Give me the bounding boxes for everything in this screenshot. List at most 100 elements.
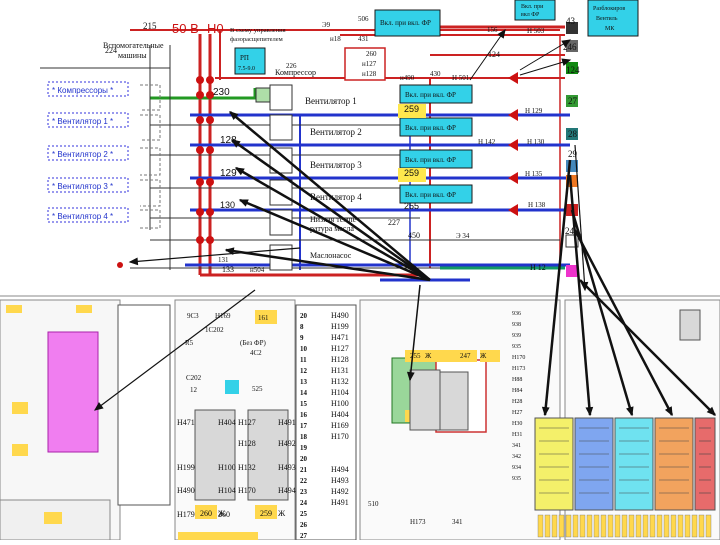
diagram-label: Н100 <box>218 463 236 472</box>
diagram-label: Вентиль <box>596 16 618 22</box>
diagram-label: 9С3 <box>187 312 199 320</box>
terminal-block <box>621 514 628 538</box>
diagram-label: 341 <box>452 518 463 526</box>
diagram-label: Н494 <box>278 486 296 495</box>
pointer-arrow-line <box>519 39 571 71</box>
relay-259-label: 259 <box>404 104 419 114</box>
terminal-block <box>656 514 663 538</box>
diagram-label: С202 <box>186 374 202 382</box>
terminal-block <box>593 514 600 538</box>
diagram-label: 16 <box>300 411 308 419</box>
diagram-label: 21 <box>300 466 308 474</box>
diagram-label: 260 <box>366 50 377 58</box>
diagram-label: Н170 <box>331 432 349 441</box>
terminal-block <box>558 514 565 538</box>
diagram-label: Вкл. при вкл. ФР <box>380 19 431 27</box>
diagram-label: 506 <box>358 15 369 23</box>
diagram-label: Н493 <box>278 463 296 472</box>
diagram-label: Низкая темпе- <box>310 215 359 224</box>
diagram-label: Н100 <box>331 399 349 408</box>
rp-label: 7.5-9.0 <box>238 66 255 72</box>
pointer-arrow-head <box>234 167 245 176</box>
diagram-label: Н491 <box>331 498 349 507</box>
terminal-block <box>551 514 558 538</box>
terminal-block <box>705 514 712 538</box>
diagram-label: 342 <box>512 454 521 460</box>
diagram-label: 25 <box>300 510 308 518</box>
pointer-arrow-line <box>574 144 586 291</box>
diagram-label: 17 <box>300 422 308 430</box>
neutral-label: Н0 <box>207 21 224 36</box>
pointer-arrow-head <box>561 39 572 48</box>
diagram-label: Н170 <box>512 355 525 361</box>
relay-strip-blue <box>574 417 614 511</box>
pointer-arrow-head <box>626 406 634 417</box>
aux-machines-label: Вспомогательные <box>103 41 164 50</box>
diagram-label: Н490 <box>177 486 195 495</box>
diagram-label: 9 <box>300 334 304 342</box>
diagram-label: 22 <box>300 477 308 485</box>
diagram-label: 259 <box>260 509 272 518</box>
diagram-label: Вкл. при вкл. ФР <box>405 124 456 132</box>
pointer-arrows <box>93 28 716 417</box>
diagram-label: Н471 <box>177 418 195 427</box>
diagram-label: Н404 <box>218 418 236 427</box>
diagram-label: Разблокиров <box>593 5 625 12</box>
pointer-arrow-line <box>235 166 431 282</box>
diagram-label: Н199 <box>331 322 349 331</box>
diagram-label: Н30 <box>512 421 522 427</box>
terminal-block <box>677 514 684 538</box>
aux-machines-label: машины <box>118 51 147 60</box>
diagram-label: Н169 <box>331 421 349 430</box>
diagram-label: Н132 <box>331 377 349 386</box>
pointer-arrow-head <box>128 257 139 266</box>
pointer-arrow-head <box>229 111 239 121</box>
diagram-label: Н 135 <box>525 170 543 178</box>
diagram-label: 12 <box>190 386 198 394</box>
diagram-label: Н 129 <box>525 107 543 115</box>
voltage-label: 50 В <box>172 21 199 36</box>
side-label: * Вентилятор 3 * <box>52 182 113 191</box>
ventilator-label: Вентилятор 3 <box>310 160 362 170</box>
diagram-label: 19 <box>300 444 308 452</box>
diagram-label: Н173 <box>410 518 426 526</box>
relay-strip-yellow <box>534 417 574 511</box>
diagram-label: Н 130 <box>527 138 545 146</box>
diagram-label: Н127 <box>331 344 349 353</box>
diagram-label: 255 <box>410 352 421 360</box>
diagram-label: Компрессор <box>275 68 316 77</box>
diagram-label: Н 142 <box>478 138 496 146</box>
diagram-label: н128 <box>362 70 377 78</box>
terminal-block <box>628 514 635 538</box>
diagram-label: 20 <box>300 455 308 463</box>
terminal-block <box>537 514 544 538</box>
pointer-arrow-line <box>409 284 421 381</box>
diagram-label: Э9 <box>322 21 331 29</box>
pointer-arrow-line <box>225 248 431 282</box>
diagram-label: 130 <box>220 200 235 210</box>
pointer-arrow-head <box>580 281 589 292</box>
diagram-label: Н169 <box>215 312 231 320</box>
side-label: * Вентилятор 2 * <box>52 150 113 159</box>
side-label: * Компрессоры * <box>52 86 113 95</box>
pointer-arrow-head <box>497 28 506 39</box>
terminal-block <box>607 514 614 538</box>
terminal-block <box>663 514 670 538</box>
pointer-arrow-head <box>230 139 241 148</box>
ventilator-label: Вентилятор 4 <box>310 192 362 202</box>
diagram-label: Н28 <box>512 399 522 405</box>
diagram-label: 255 <box>404 201 419 211</box>
diagram-label: Н493 <box>331 476 349 485</box>
diagram-label: 938 <box>512 322 521 328</box>
diagram-label: 43 <box>566 16 576 26</box>
diagram-label: (Без ФР) <box>240 339 266 347</box>
diagram-label: Н179 <box>177 510 195 519</box>
terminal-block <box>600 514 607 538</box>
diagram-label: 27 <box>300 532 308 540</box>
terminal-block <box>565 514 572 538</box>
diagram-label: 133 <box>222 265 234 274</box>
diagram-label: 124 <box>566 65 580 75</box>
diagram-label: 431 <box>358 35 369 43</box>
